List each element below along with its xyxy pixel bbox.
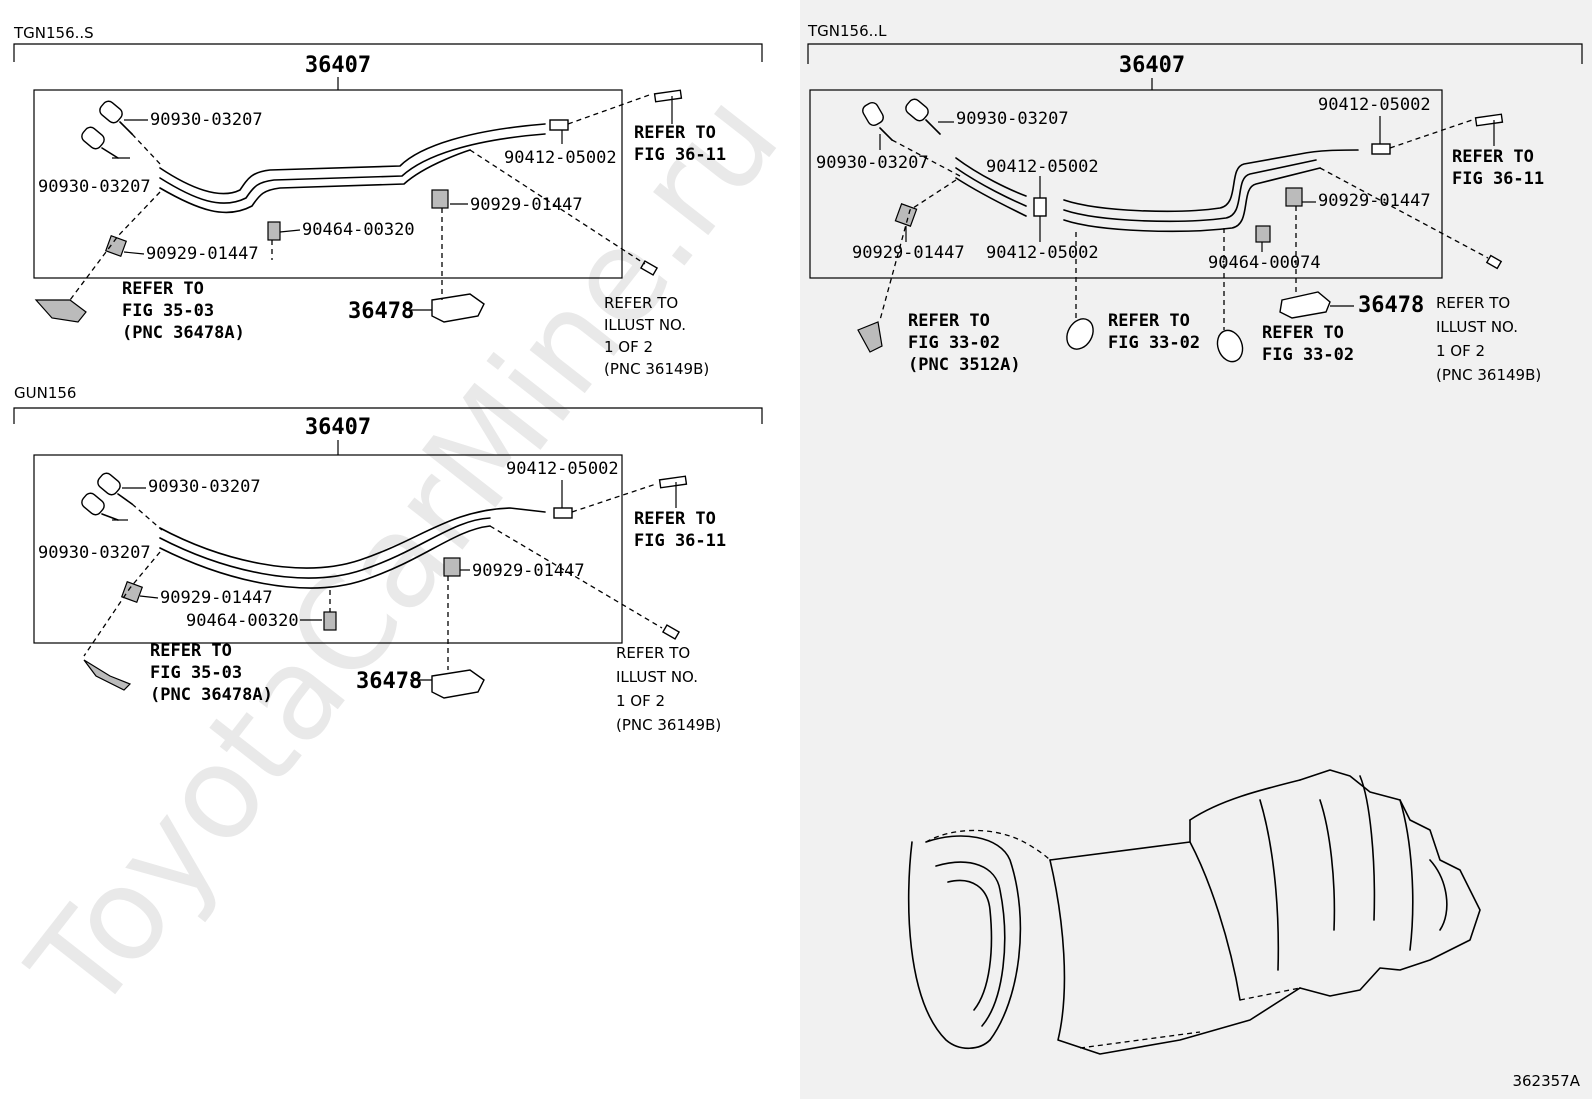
clip-icon: [120, 580, 144, 604]
bracket-icon: [431, 293, 485, 323]
part-number-label: 90929-01447: [472, 561, 585, 581]
pipe-stub-icon: [1474, 113, 1504, 127]
pipe-stub-icon: [639, 260, 659, 276]
reference-note: REFER TO FIG 36-11: [1452, 147, 1544, 189]
right-panel-background: [800, 0, 1592, 1099]
part-number-label: 90412-05002: [504, 148, 617, 168]
part-number-label: 90412-05002: [506, 459, 619, 479]
sensor-icon: [97, 472, 133, 505]
bracket-icon: [34, 299, 87, 323]
part-number-label: 90929-01447: [1318, 191, 1431, 211]
tube-assembly: [159, 123, 546, 214]
clip-icon: [1285, 187, 1303, 207]
bracket-icon: [1279, 291, 1331, 319]
part-number-label: 90930-03207: [148, 477, 261, 497]
section-tgn156-l: TGN156..L 36407: [807, 22, 1583, 384]
assembly-number: 36407: [305, 53, 371, 78]
union-icon: [553, 507, 573, 519]
bracket-icon: [857, 321, 883, 353]
section-tgn156-s: TGN156..S 36407: [13, 24, 763, 378]
union-icon: [1033, 197, 1047, 217]
variant-label: GUN156: [14, 384, 76, 402]
variant-label: TGN156..L: [807, 22, 887, 40]
part-number-label: 90412-05002: [986, 243, 1099, 263]
part-number-label: 90930-03207: [38, 177, 151, 197]
figure-id: 362357A: [1512, 1072, 1580, 1090]
part-number-label: 90929-01447: [146, 244, 259, 264]
part-number-label: 90929-01447: [852, 243, 965, 263]
reference-note: REFER TO FIG 33-02 (PNC 3512A): [908, 311, 1021, 375]
clip-icon: [1255, 225, 1271, 243]
bracket-icon: [431, 669, 485, 699]
sensor-icon: [862, 101, 893, 141]
pipe-stub-icon: [661, 624, 681, 640]
variant-label: TGN156..S: [13, 24, 94, 42]
tube-assembly: [159, 507, 546, 589]
section-gun156: GUN156 36407: [13, 384, 763, 734]
pipe-stub-icon: [658, 475, 688, 489]
part-number-label: 90464-00074: [1208, 253, 1321, 273]
part-number-label: 90929-01447: [470, 195, 583, 215]
reference-note: REFER TO FIG 36-11: [634, 509, 726, 551]
transmission-illustration: [907, 769, 1481, 1055]
reference-note: REFER TO FIG 33-02: [1108, 311, 1200, 353]
pipe-stub-icon: [653, 89, 683, 103]
sensor-icon: [81, 126, 119, 159]
assembly-frame: [809, 89, 1443, 279]
clip-icon: [104, 234, 128, 258]
reference-note: REFER TO ILLUST NO. 1 OF 2 (PNC 36149B): [604, 294, 709, 378]
hose-clamp-icon: [1066, 318, 1094, 350]
part-number-label: 90930-03207: [150, 110, 263, 130]
assembly-frame: [33, 454, 623, 644]
reference-note: REFER TO FIG 35-03 (PNC 36478A): [122, 279, 245, 343]
part-number-label: 90930-03207: [38, 543, 151, 563]
bracket-number: 36478: [356, 669, 422, 694]
bracket-icon: [83, 659, 132, 691]
bracket-number: 36478: [348, 299, 414, 324]
union-icon: [549, 119, 569, 131]
pipe-stub-icon: [1485, 254, 1503, 270]
clip-icon: [323, 611, 337, 631]
bracket-number: 36478: [1358, 293, 1424, 318]
reference-note: REFER TO FIG 35-03 (PNC 36478A): [150, 641, 273, 705]
tube-assembly: [955, 149, 1359, 233]
reference-note: REFER TO ILLUST NO. 1 OF 2 (PNC 36149B): [616, 644, 721, 734]
assembly-number: 36407: [305, 415, 371, 440]
union-icon: [1371, 143, 1391, 155]
reference-note: REFER TO FIG 36-11: [634, 123, 726, 165]
reference-note: REFER TO ILLUST NO. 1 OF 2 (PNC 36149B): [1436, 294, 1541, 384]
assembly-frame: [33, 89, 623, 279]
clip-icon: [894, 203, 918, 227]
reference-note: REFER TO FIG 33-02: [1262, 323, 1354, 365]
part-number-label: 90412-05002: [1318, 95, 1431, 115]
clip-icon: [267, 221, 281, 241]
clip-icon: [431, 189, 449, 209]
part-number-label: 90412-05002: [986, 157, 1099, 177]
hose-clamp-icon: [1216, 329, 1244, 363]
part-number-label: 90464-00320: [186, 611, 299, 631]
part-number-label: 90930-03207: [816, 153, 929, 173]
sensor-icon: [81, 492, 119, 521]
sensor-icon: [99, 100, 133, 135]
sensor-icon: [905, 98, 941, 135]
clip-icon: [443, 557, 461, 577]
part-number-label: 90464-00320: [302, 220, 415, 240]
assembly-number: 36407: [1119, 53, 1185, 78]
part-number-label: 90929-01447: [160, 588, 273, 608]
part-number-label: 90930-03207: [956, 109, 1069, 129]
